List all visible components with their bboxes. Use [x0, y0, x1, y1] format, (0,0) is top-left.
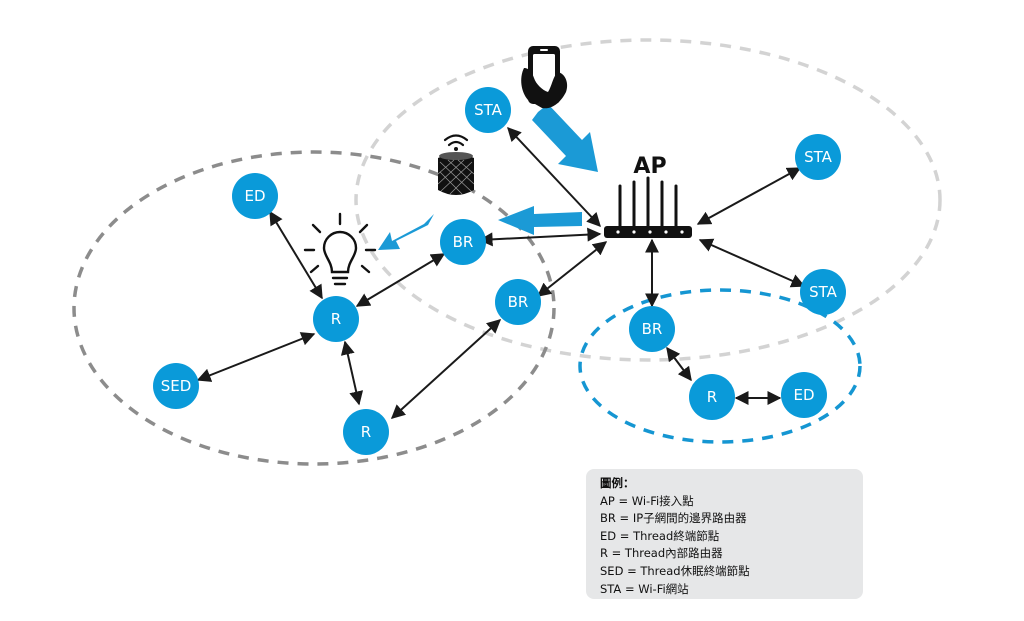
- link-br-left-r-center: [355, 253, 446, 307]
- node-sta-right-top: STA: [795, 134, 841, 180]
- svg-text:STA: STA: [809, 283, 838, 301]
- node-br-left: BR: [440, 219, 486, 265]
- legend-item-ap: AP = Wi-Fi接入點: [600, 493, 694, 508]
- node-sta-right-bottom: STA: [800, 269, 846, 315]
- subnet-zone: [578, 288, 862, 444]
- svg-text:SED: SED: [161, 377, 192, 395]
- link-br-left-ap: [478, 227, 602, 247]
- legend-item-r: R = Thread內部路由器: [600, 546, 723, 561]
- svg-text:ED: ED: [793, 386, 814, 404]
- node-r-right: R: [689, 374, 735, 420]
- node-br-mid: BR: [495, 279, 541, 325]
- link-br-right-r-right: [666, 346, 692, 382]
- link-sta-top-ap: [507, 126, 601, 228]
- legend-item-sed: SED = Thread休眠終端節點: [600, 563, 750, 578]
- ap-label: AP: [633, 154, 666, 179]
- flow-arrow-speaker-to-bulb: [378, 214, 434, 250]
- link-ap-sta-right-bottom: [698, 238, 806, 288]
- svg-text:ED: ED: [244, 187, 265, 205]
- legend: 圖例： AP = Wi-Fi接入點 BR = IP子網間的邊界路由器 ED = …: [586, 469, 863, 599]
- legend-item-ed: ED = Thread終端節點: [600, 528, 720, 543]
- node-br-right: BR: [629, 306, 675, 352]
- svg-text:R: R: [707, 388, 717, 406]
- link-ap-sta-right-top: [696, 167, 802, 225]
- node-sta-top: STA: [465, 87, 511, 133]
- svg-text:R: R: [361, 423, 371, 441]
- svg-text:BR: BR: [642, 320, 663, 338]
- svg-text:BR: BR: [508, 293, 529, 311]
- flow-arrows: [378, 104, 598, 250]
- svg-text:R: R: [331, 310, 341, 328]
- svg-text:STA: STA: [474, 101, 503, 119]
- node-r-center: R: [313, 296, 359, 342]
- links: [196, 126, 806, 419]
- legend-item-br: BR = IP子網間的邊界路由器: [600, 511, 747, 526]
- light-bulb-icon: [303, 212, 377, 286]
- link-r-center-sed: [196, 332, 316, 382]
- smart-speaker-icon: [437, 134, 475, 195]
- wifi-zone: [354, 38, 942, 362]
- link-ed-left-r-center: [269, 210, 323, 300]
- node-r-bottom: R: [343, 409, 389, 455]
- flow-arrow-ap-to-br: [498, 206, 582, 235]
- legend-title: 圖例：: [600, 476, 635, 490]
- link-br-mid-r-bottom: [390, 319, 502, 419]
- link-r-center-r-bottom: [340, 340, 364, 406]
- link-br-mid-ap: [536, 241, 608, 297]
- legend-item-sta: STA = Wi-Fi網站: [600, 581, 689, 596]
- node-sed: SED: [153, 363, 199, 409]
- flow-arrow-phone-to-ap: [532, 104, 598, 172]
- svg-text:STA: STA: [804, 148, 833, 166]
- node-ed-left: ED: [232, 173, 278, 219]
- router-icon: [604, 176, 692, 238]
- thread-zone: [72, 150, 556, 466]
- smartphone-icon: [521, 46, 568, 109]
- svg-text:BR: BR: [453, 233, 474, 251]
- node-ed-right: ED: [781, 372, 827, 418]
